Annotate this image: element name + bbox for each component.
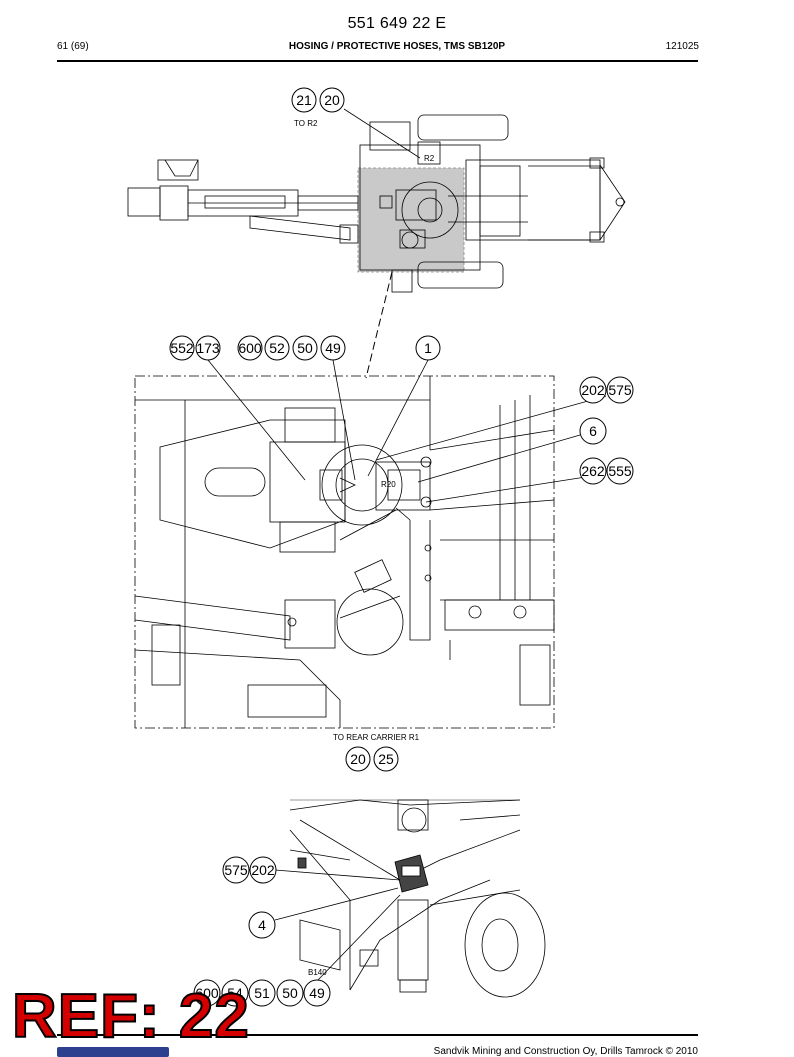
balloon-50: 50	[297, 340, 313, 356]
balloon-right-detail: 202 575 6 262 555	[579, 376, 634, 485]
balloon-49-iso: 49	[309, 985, 325, 1001]
note-to-rear-carrier: TO REAR CARRIER R1	[333, 733, 420, 742]
balloon-49: 49	[325, 340, 341, 356]
balloon-552: 552	[170, 340, 194, 356]
balloon-21: 21	[296, 92, 312, 108]
balloon-20-bottom: 20	[350, 751, 366, 767]
balloon-575-iso: 575	[224, 862, 248, 878]
balloon-555: 555	[608, 463, 632, 479]
footer-copyright: Sandvik Mining and Construction Oy, Dril…	[433, 1046, 698, 1057]
balloon-25: 25	[378, 751, 394, 767]
balloon-262: 262	[581, 463, 605, 479]
iso-leaders	[274, 869, 401, 981]
balloon-row-iso: 600 54 51 50 49	[193, 979, 331, 1007]
balloon-600-iso: 600	[195, 985, 219, 1001]
top-overview-view	[127, 114, 626, 293]
balloon-202: 202	[581, 382, 605, 398]
balloon-group-top: 21 20	[291, 87, 345, 113]
balloon-row-detail: 552 173 600 52 50 49 1	[169, 335, 441, 361]
balloon-1: 1	[424, 340, 432, 356]
note-to-r2: TO R2	[294, 119, 318, 128]
ref-stamp: REF: 22	[11, 982, 250, 1051]
balloon-20: 20	[324, 92, 340, 108]
detail-leaders	[207, 359, 607, 503]
tag-r2: R2	[424, 154, 435, 163]
balloon-173: 173	[196, 340, 220, 356]
page-number: 61 (69)	[57, 41, 89, 52]
footer-rule	[57, 1034, 698, 1036]
balloon-4: 4	[258, 917, 266, 933]
drawing-code: 121025	[665, 41, 699, 52]
balloon-50-iso: 50	[282, 985, 298, 1001]
sandvik-logo	[57, 1047, 169, 1057]
balloon-600: 600	[238, 340, 262, 356]
balloon-52: 52	[269, 340, 285, 356]
document-number: 551 649 22 E	[347, 15, 447, 32]
detail-view	[134, 375, 555, 729]
header-rule	[57, 60, 698, 62]
balloon-54: 54	[227, 985, 243, 1001]
tag-b140: B140	[308, 968, 327, 977]
balloon-group-iso-upper: 575 202 4	[222, 856, 277, 939]
balloon-6: 6	[589, 423, 597, 439]
balloon-202-iso: 202	[251, 862, 275, 878]
balloon-575: 575	[608, 382, 632, 398]
page-title: HOSING / PROTECTIVE HOSES, TMS SB120P	[288, 41, 506, 52]
balloon-51: 51	[254, 985, 270, 1001]
balloon-group-bottom-detail: 20 25	[345, 746, 399, 772]
isometric-view	[289, 799, 546, 998]
plate-text-r20: R20	[381, 480, 396, 489]
